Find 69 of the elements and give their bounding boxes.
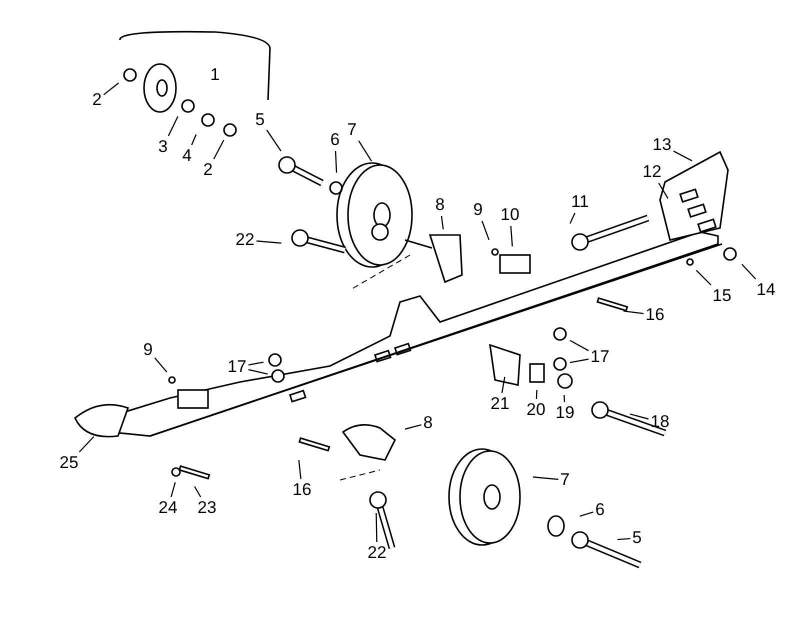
callout-number: 9 [473,201,483,219]
callout-number: 8 [423,414,433,432]
callout-number: 7 [347,121,357,139]
callout-number: 17 [228,358,246,376]
callout-number: 7 [560,471,570,489]
callout-number: 4 [182,147,192,165]
callout-number: 2 [203,161,213,179]
callout-number: 14 [756,281,776,299]
callout-number: 20 [526,401,546,419]
leader-line [103,82,119,96]
leader-line [510,226,513,246]
leader-line [617,538,630,540]
callout-number: 1 [210,66,220,84]
leader-line [298,460,302,480]
leader-line [376,512,378,542]
callout-number: 19 [556,404,574,422]
callout-number: 17 [590,348,610,366]
callout-number: 10 [500,206,520,224]
leader-line [213,140,224,160]
callout-number: 6 [330,131,340,149]
callout-number: 8 [435,196,445,214]
callout-number: 22 [368,544,386,562]
leader-line [334,150,338,173]
leader-line [580,512,594,517]
callout-number: 22 [236,231,254,249]
callout-number: 9 [143,341,153,359]
callout-number: 16 [646,306,664,324]
callout-number: 3 [158,138,168,156]
leader-line [623,310,644,314]
leader-line [266,130,282,152]
callout-number: 15 [712,287,732,305]
leader-line [536,390,538,400]
leader-line [570,358,589,364]
callout-number: 16 [292,481,312,499]
callout-number: 6 [595,501,605,519]
leader-line [570,212,576,224]
callout-number: 2 [92,91,102,109]
leader-line [248,369,268,375]
leader-line [673,150,692,162]
leader-line [256,240,282,244]
leader-line [154,357,168,372]
callout-number: 13 [652,136,672,154]
callout-number: 25 [60,454,78,472]
callout-number: 5 [632,529,642,547]
callout-number: 21 [490,395,510,413]
callout-number: 24 [158,499,178,517]
callout-number: 18 [650,413,670,431]
leader-line [78,436,94,452]
leader-line [696,270,712,286]
leader-line [482,220,490,240]
callout-number: 5 [255,111,265,129]
leader-line [191,134,197,146]
leader-line [630,414,649,420]
leader-line [170,482,176,498]
leader-line [168,116,178,136]
leader-line [358,140,372,162]
leader-line [570,340,589,352]
callout-number: 12 [642,163,662,181]
leader-line [194,486,202,498]
callout-number: 11 [571,193,589,211]
leader-line [501,376,506,394]
leader-line [248,362,264,366]
leader-line [404,424,422,430]
leader-line [741,264,756,280]
leader-line [440,216,444,230]
leader-line [532,476,558,480]
leader-line [564,394,566,402]
callout-number: 23 [198,499,216,517]
leader-line [658,182,669,199]
